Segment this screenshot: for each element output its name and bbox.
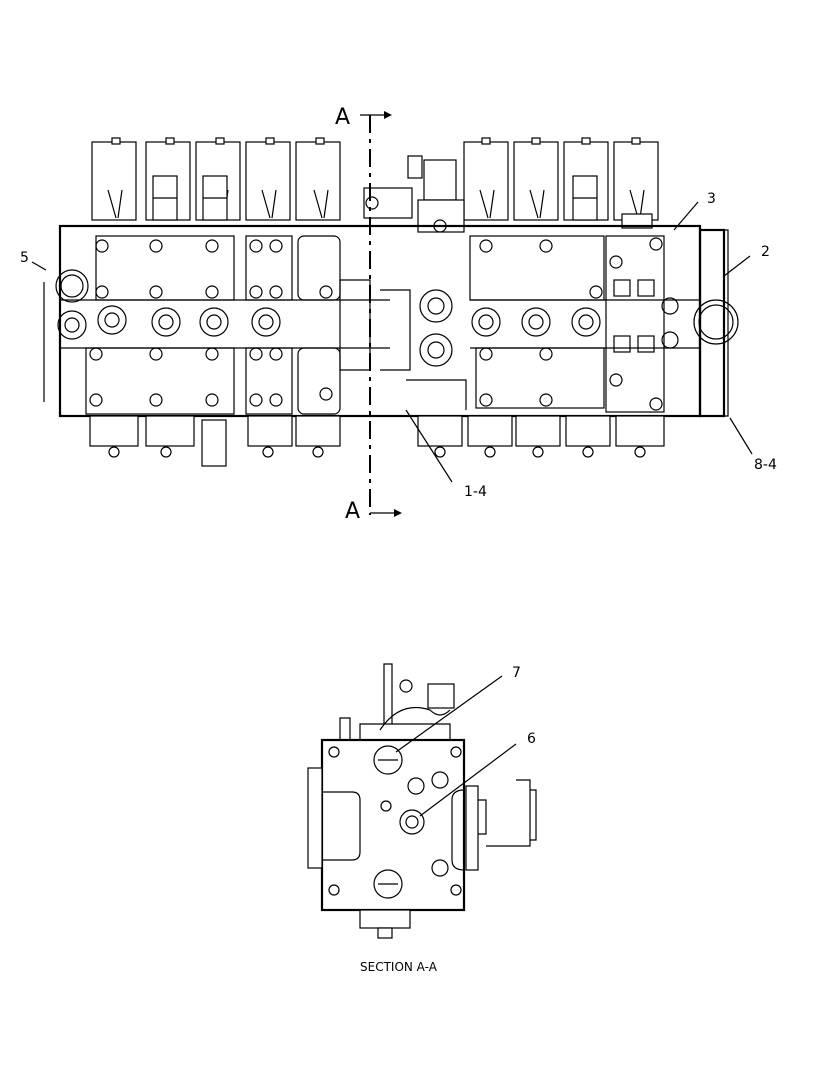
callout-6: 6 xyxy=(527,731,536,747)
section-mark-top: A xyxy=(335,105,350,130)
leader-lines-section xyxy=(395,675,517,817)
section-line-a-a xyxy=(360,111,402,517)
section-caption: SECTION A-A xyxy=(360,960,438,974)
solenoid-row-top xyxy=(91,137,659,233)
valve-body xyxy=(43,224,729,418)
callout-8-4: 8-4 xyxy=(754,457,777,473)
plate-bolts xyxy=(89,219,679,411)
callout-1-4: 1-4 xyxy=(464,484,487,500)
section-ports xyxy=(328,745,462,899)
callout-7: 7 xyxy=(512,665,521,681)
leader-lines-top xyxy=(31,201,753,483)
section-body xyxy=(307,663,537,939)
section-a-a-view: 7 6 SECTION A-A xyxy=(307,663,537,974)
spool-bores xyxy=(55,269,739,367)
solenoid-row-bottom xyxy=(89,415,665,467)
valve-top-view: A A 3 2 5 8-4 1-4 xyxy=(20,105,777,524)
callout-5: 5 xyxy=(20,250,29,266)
callout-3: 3 xyxy=(707,191,716,207)
callout-2: 2 xyxy=(761,244,770,260)
section-mark-bottom: A xyxy=(345,499,360,524)
